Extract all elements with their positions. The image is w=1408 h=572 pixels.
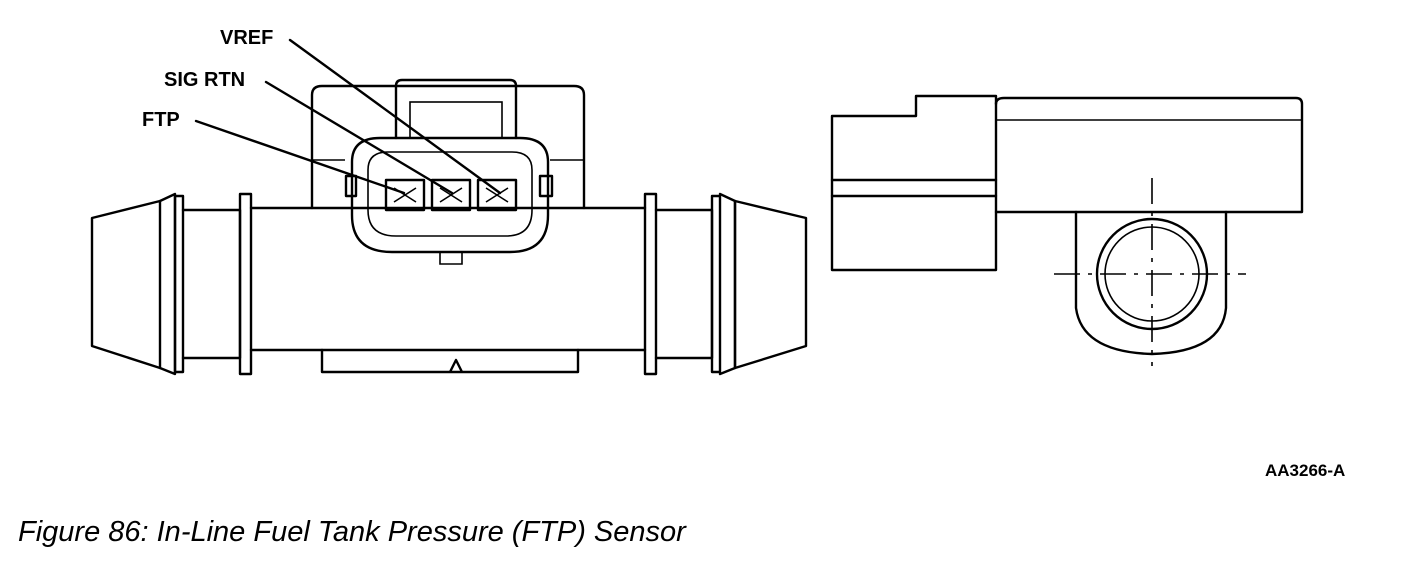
bottom-tab [320,348,580,374]
leader-sig-rtn [264,80,454,195]
left-end-cap [90,199,162,370]
sensor-front-view: VREF SIG RTN FTP [90,27,808,376]
terminal-vref [476,178,518,212]
terminal-ftp [384,178,426,212]
left-coupling [158,192,253,376]
leader-vref [288,38,502,195]
side-connector-block [830,94,998,272]
label-ftp: FTP [142,109,180,131]
side-body [994,96,1304,214]
central-tube [249,206,647,352]
right-coupling [643,192,737,376]
label-sig-rtn: SIG RTN [164,69,245,91]
figure-id: AA3266-A [1265,461,1345,480]
leader-ftp [194,119,406,195]
terminal-sig-rtn [430,178,472,212]
sensor-side-view [830,94,1304,366]
right-end-cap [733,199,808,370]
label-vref: VREF [220,27,273,49]
sensor-housing [310,84,586,210]
connector-latch [394,78,518,140]
figure-caption: Figure 86: In-Line Fuel Tank Pressure (F… [18,516,686,548]
